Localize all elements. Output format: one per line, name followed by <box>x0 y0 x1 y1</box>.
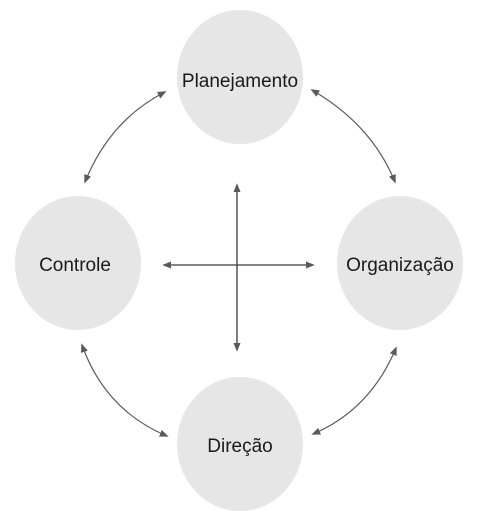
edge-controle-planejamento <box>84 91 167 184</box>
node-planejamento: Planejamento <box>177 10 303 144</box>
node-planejamento-label: Planejamento <box>182 71 298 92</box>
edge-organizacao-direcao <box>311 346 397 435</box>
node-controle-circle <box>15 196 141 330</box>
edge-planejamento-organizacao <box>310 89 396 184</box>
node-planejamento-circle <box>177 10 303 144</box>
node-controle: Controle <box>15 196 141 330</box>
node-organizacao-label: Organização <box>346 255 454 276</box>
node-organizacao-circle <box>337 196 463 330</box>
node-organizacao: Organização <box>337 196 463 330</box>
node-direcao-label: Direção <box>207 436 272 457</box>
edge-direcao-controle <box>81 343 169 437</box>
node-direcao-circle <box>177 377 303 511</box>
node-direcao: Direção <box>177 377 303 511</box>
node-controle-label: Controle <box>39 255 111 276</box>
